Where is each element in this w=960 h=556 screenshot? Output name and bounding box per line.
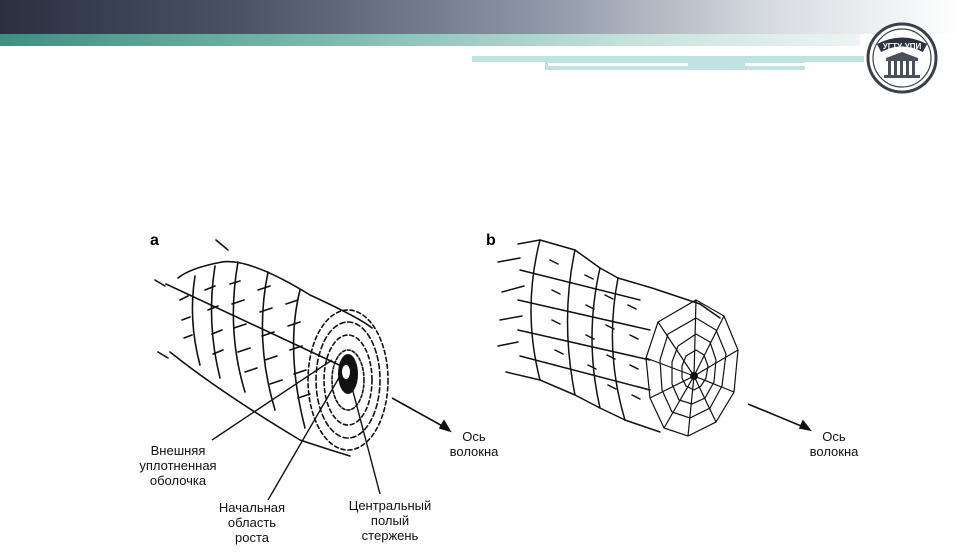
header-accent-gap-2 [745,63,815,66]
panel-a-fiber-diagram [154,239,452,501]
header-accent-line-2 [545,62,805,70]
outer-shell-label: Внешняя уплотненная оболочка [138,443,218,488]
fiber-axis-label-a: Ось волокна [440,429,508,459]
fiber-axis-label-b-line-2: волокна [809,444,859,459]
logo-text: УГТУ-УПИ [883,42,922,51]
fiber-axis-label-a-line-2: волокна [449,444,499,459]
fiber-axis-label-a-line-1: Ось [462,429,486,444]
panel-a-letter: a [150,232,159,249]
outer-shell-label-line-2: уплотненная [139,458,217,473]
panel-b-letter: b [486,232,496,249]
outer-shell-label-line-1: Внешняя [150,443,206,458]
panel-b-fiber-diagram [497,239,812,437]
initial-growth-label-line-1: Начальная [218,500,286,515]
fiber-axis-label-b-line-1: Ось [822,429,846,444]
central-core-label-line-2: полый [370,513,410,528]
initial-growth-label-line-3: роста [235,530,269,545]
outer-shell-label-line-3: оболочка [149,473,207,488]
central-core-label-line-1: Центральный [348,498,432,513]
header-accent-line [472,56,864,62]
university-logo: УГТУ-УПИ [866,22,938,94]
header-gradient-bar [0,0,960,34]
central-core-label-line-3: стержень [361,528,419,543]
header-teal-stripe [0,34,860,46]
initial-growth-label-line-2: область [227,515,277,530]
header-accent-gap [548,63,688,66]
initial-growth-label: Начальная область роста [212,500,292,545]
fiber-axis-label-b: Ось волокна [798,429,870,459]
central-core-label: Центральный полый стержень [336,498,444,543]
